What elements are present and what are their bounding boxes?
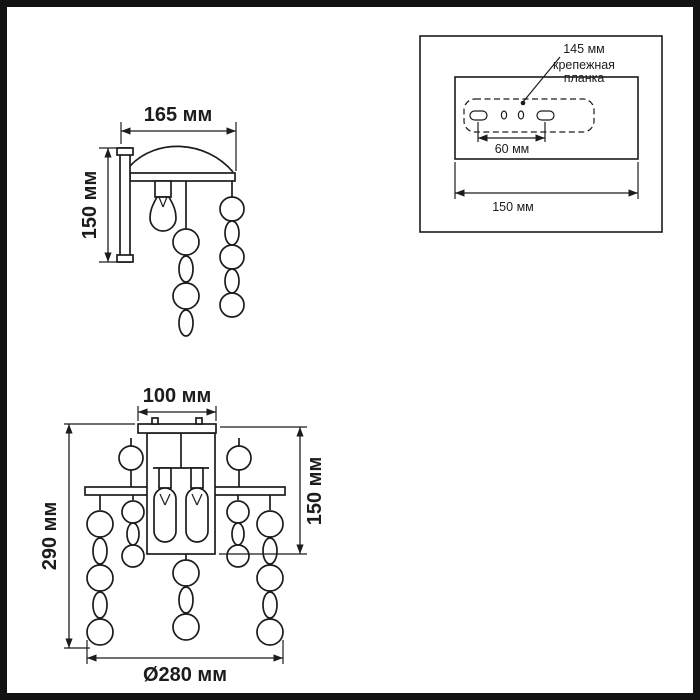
technical-drawing: 165 мм 150 мм 145 мм крепежная планка 60… [39, 35, 663, 686]
plate-width-dimension: 150 мм [454, 162, 639, 214]
slot-left [469, 110, 488, 121]
side-width-label: 165 мм [144, 104, 213, 126]
hole-left [500, 110, 508, 120]
crystal-chain-right [219, 181, 245, 318]
wall-plate [119, 147, 131, 263]
canopy-width-label: 100 мм [143, 385, 212, 407]
front-chain-outer-right [256, 495, 284, 646]
socket-right [190, 467, 204, 489]
crystal-chain-left [172, 181, 200, 337]
side-height-dimension: 150 мм [79, 147, 119, 263]
bulb-left [153, 487, 177, 543]
canopy-screw-left [151, 417, 159, 425]
filament-right [191, 493, 203, 506]
socket-left [158, 467, 172, 489]
canopy [137, 423, 217, 434]
top-chain-right [226, 438, 252, 487]
slot-spacing-label: 145 мм [563, 42, 605, 56]
wall-plate-bottom-cap [116, 254, 134, 263]
lamp-socket [154, 180, 172, 198]
front-chain-inner-right [226, 495, 250, 568]
total-height-label: 290 мм [39, 502, 61, 571]
diameter-label: Ø280 мм [143, 664, 227, 686]
front-chain-outer-left [86, 495, 114, 646]
arm-bar [129, 172, 236, 182]
bulb-filament [158, 196, 168, 208]
side-height-label: 150 мм [79, 171, 101, 240]
diameter-dimension: Ø280 мм [86, 640, 284, 686]
plate-name-line1: крепежная [553, 58, 615, 72]
front-chain-center [172, 554, 200, 641]
leader-dot [520, 100, 526, 106]
plate-width-label: 150 мм [492, 200, 534, 214]
wall-plate-top-cap [116, 147, 134, 156]
hole-right [517, 110, 525, 120]
side-view: 165 мм 150 мм [79, 104, 245, 337]
filament-left [159, 493, 171, 506]
total-height-dimension: 290 мм [39, 423, 135, 649]
bulb-right [185, 487, 209, 543]
canopy-screw-right [195, 417, 203, 425]
front-chain-inner-left [121, 495, 145, 568]
mounting-plate [454, 76, 639, 160]
hole-spacing-dimension: 60 мм [477, 122, 546, 156]
canopy-width-dimension: 100 мм [137, 385, 217, 421]
leader-line [522, 56, 561, 103]
hole-spacing-label: 60 мм [495, 142, 530, 156]
body-height-dimension: 150 мм [219, 426, 326, 555]
front-view: 100 мм 150 мм 290 мм Ø280 мм [39, 385, 326, 686]
plate-name-line2: планка [564, 71, 605, 85]
top-chain-left [118, 438, 144, 487]
curved-arm [129, 145, 234, 173]
side-width-dimension: 165 мм [120, 104, 237, 171]
bulb [149, 196, 177, 232]
slot-right [536, 110, 555, 121]
body-height-label: 150 мм [304, 457, 326, 526]
mounting-plate-detail: 145 мм крепежная планка 60 мм 150 мм [419, 35, 663, 233]
